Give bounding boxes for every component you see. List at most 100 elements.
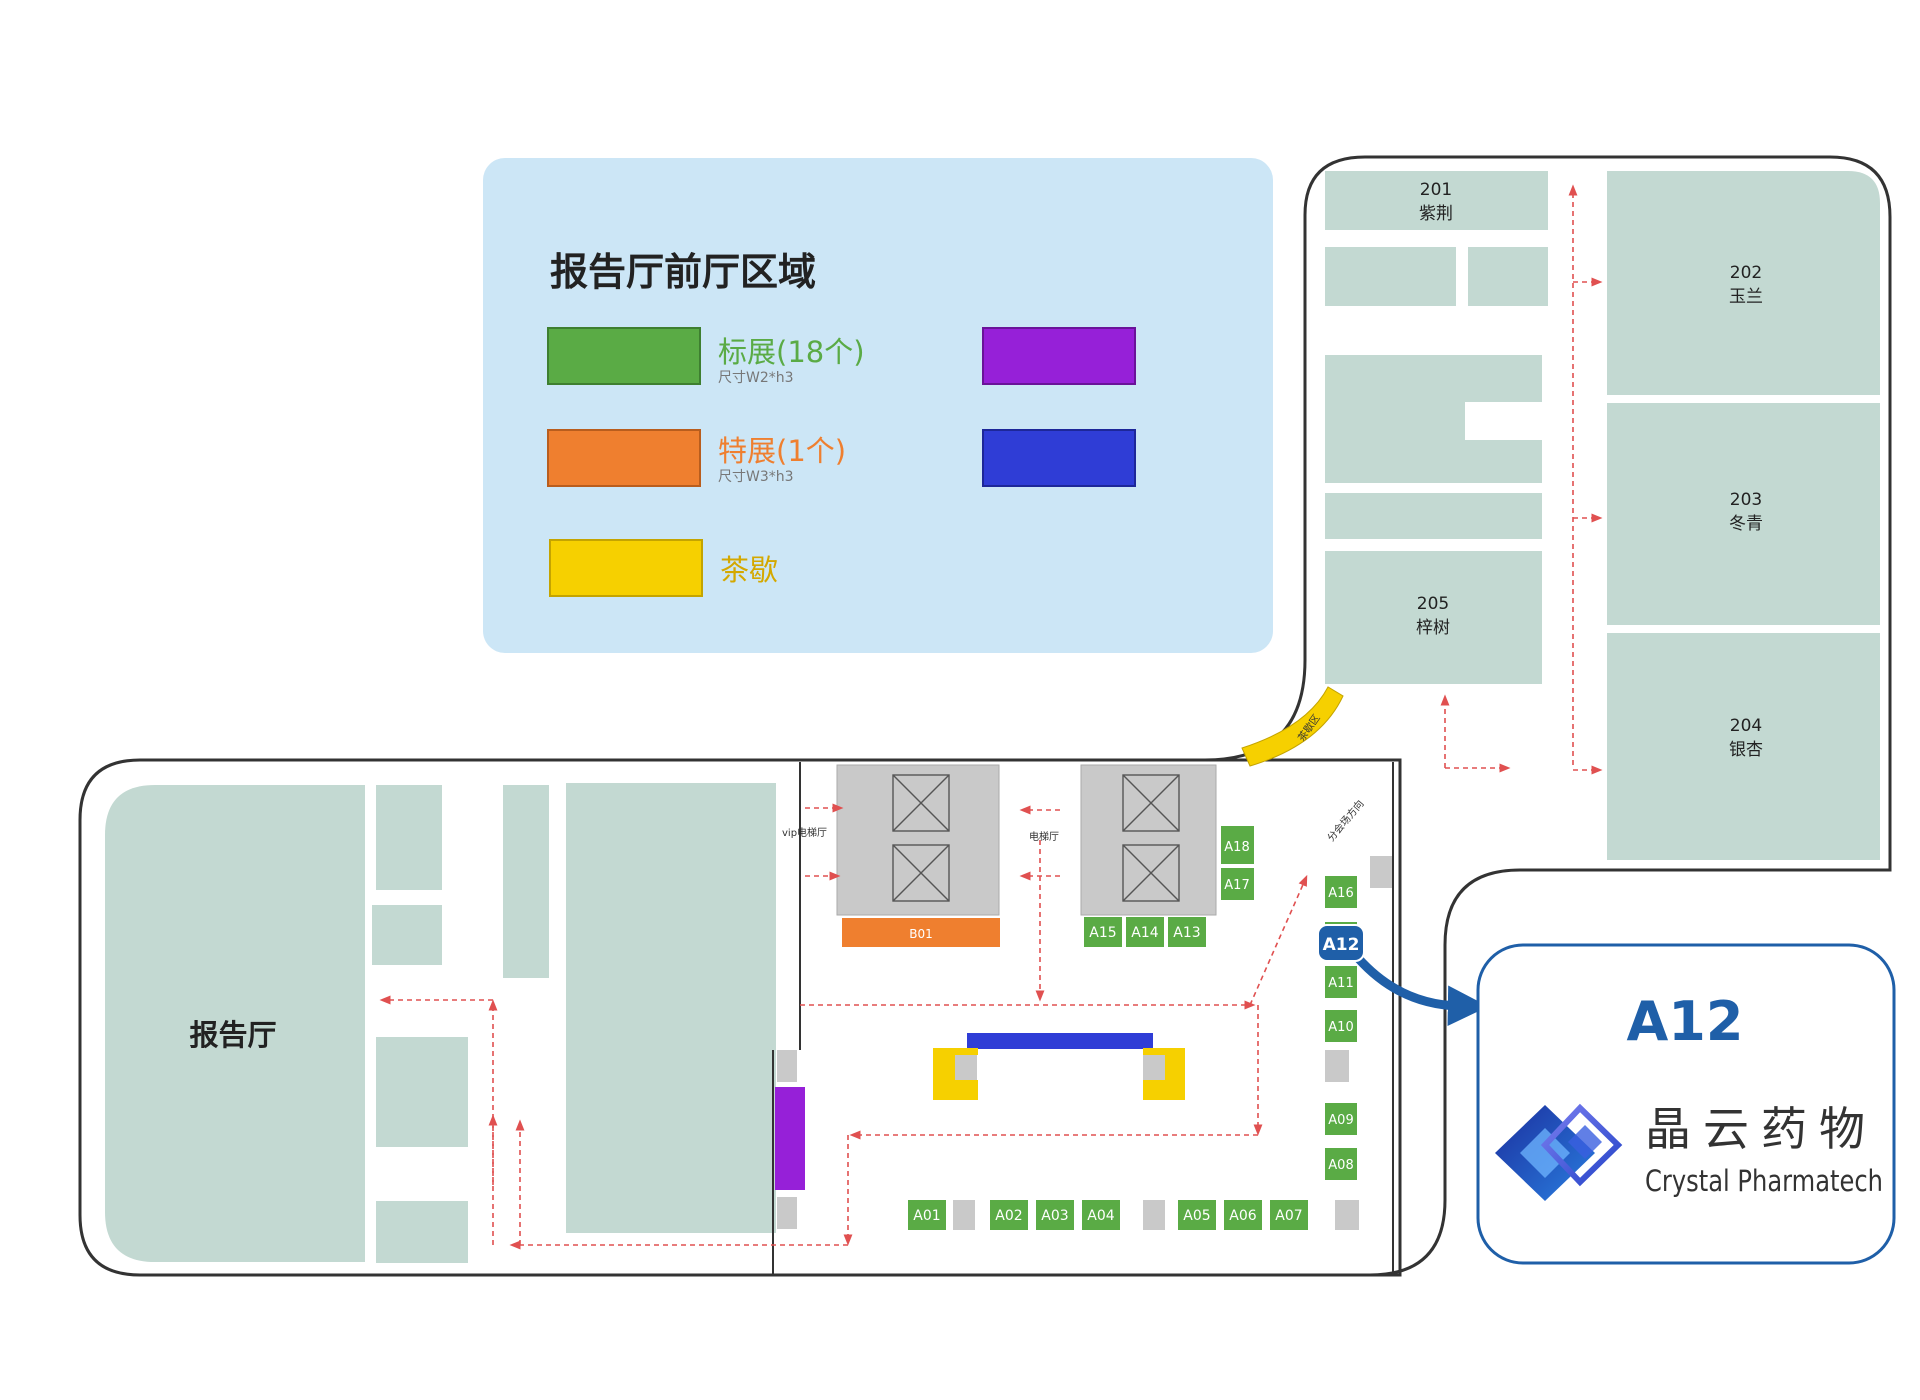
legend-swatch-tea <box>549 539 703 597</box>
booth-a17-label: A17 <box>1224 878 1249 893</box>
tea-table-right <box>1143 1048 1185 1100</box>
a12-marker-label: A12 <box>1323 935 1360 955</box>
booth-group: A01 A02 A03 A04 A05 A06 A07 A08 A09 A10 … <box>908 826 1357 1230</box>
room-205 <box>1325 551 1542 684</box>
booth-a06[interactable] <box>1224 1200 1262 1230</box>
legend-swatch-special <box>547 429 701 487</box>
elevator-icon <box>892 774 950 902</box>
company-logo-icon <box>1495 1103 1623 1201</box>
a12-marker[interactable] <box>1317 924 1365 962</box>
room-204-num: 204 <box>1730 716 1762 736</box>
booth-a13[interactable] <box>1168 917 1206 947</box>
callout-arrow <box>1354 954 1489 1027</box>
booth-a17[interactable] <box>1221 868 1254 900</box>
interior-walls <box>772 762 1394 1275</box>
pillars <box>777 856 1392 1230</box>
blue-booth <box>967 1033 1153 1049</box>
room-block <box>503 785 549 978</box>
room-203-num: 203 <box>1730 490 1762 510</box>
report-hall <box>105 785 365 1262</box>
booth-a09-label: A09 <box>1328 1113 1353 1128</box>
room-block <box>1325 247 1456 306</box>
booth-a16-label: A16 <box>1328 886 1353 901</box>
booth-a04[interactable] <box>1082 1200 1120 1230</box>
legend-label-special: 特展(1个) <box>718 434 846 468</box>
vip-elevator-label: vip电梯厅 <box>782 826 827 839</box>
booth-a15-label: A15 <box>1089 925 1116 941</box>
elevator-label: 电梯厅 <box>1029 830 1059 843</box>
company-name-cn: 晶云药物 <box>1645 1102 1877 1156</box>
room-205-num: 205 <box>1417 594 1449 614</box>
booth-a11[interactable] <box>1325 966 1357 998</box>
report-hall-label: 报告厅 <box>189 1018 276 1052</box>
room-202-num: 202 <box>1730 263 1762 283</box>
room-203 <box>1607 403 1880 625</box>
room-203-name: 冬青 <box>1729 514 1763 534</box>
room-block <box>376 785 442 890</box>
legend-label-standard: 标展(18个) <box>718 335 865 369</box>
room-block-notched <box>1325 355 1542 483</box>
elevator-icon <box>1122 774 1180 902</box>
booth-a08-label: A08 <box>1328 1158 1353 1173</box>
purple-booth <box>775 1087 805 1190</box>
booth-a05-label: A05 <box>1183 1208 1210 1224</box>
legend-sub-special: 尺寸W3*h3 <box>718 469 794 485</box>
booth-a14-label: A14 <box>1131 925 1158 941</box>
booth-a07-label: A07 <box>1275 1208 1302 1224</box>
booth-a14[interactable] <box>1126 917 1164 947</box>
room-204 <box>1607 633 1880 860</box>
room-205-name: 梓树 <box>1416 618 1450 638</box>
booth-a13-label: A13 <box>1173 925 1200 941</box>
room-block <box>1325 493 1542 539</box>
booth-a07[interactable] <box>1270 1200 1308 1230</box>
tea-table-left <box>933 1048 978 1100</box>
booth-a03[interactable] <box>1036 1200 1074 1230</box>
legend-swatch-purple <box>982 327 1136 385</box>
booth-a10-label: A10 <box>1328 1020 1353 1035</box>
booth-a09[interactable] <box>1325 1103 1357 1135</box>
booth-a01[interactable] <box>908 1200 946 1230</box>
elevator-hall <box>1080 764 1217 916</box>
legend-label-tea: 茶歇 <box>720 553 778 587</box>
legend-swatch-standard <box>547 327 701 385</box>
company-name-en: Crystal Pharmatech <box>1645 1164 1883 1198</box>
legend-sub-standard: 尺寸W2*h3 <box>718 370 794 386</box>
upper-route-lines <box>1440 184 1603 775</box>
booth-a16[interactable] <box>1325 876 1357 908</box>
legend-title: 报告厅前厅区域 <box>550 250 816 294</box>
booth-a18[interactable] <box>1221 826 1254 864</box>
room-block <box>566 783 776 1233</box>
legend-panel <box>483 158 1273 653</box>
booth-a03-label: A03 <box>1041 1208 1068 1224</box>
booth-a08[interactable] <box>1325 1148 1357 1180</box>
special-booth-b01-label: B01 <box>909 927 933 941</box>
room-201 <box>1325 171 1548 230</box>
booth-a10[interactable] <box>1325 1010 1357 1042</box>
room-202 <box>1607 171 1880 395</box>
room-block <box>376 1201 468 1263</box>
room-block <box>376 1037 468 1147</box>
booth-a04-label: A04 <box>1087 1208 1114 1224</box>
booth-a01-label: A01 <box>913 1208 940 1224</box>
room-201-num: 201 <box>1420 180 1452 200</box>
booth-a11-label: A11 <box>1328 976 1353 991</box>
room-block <box>372 905 442 965</box>
booth-a02[interactable] <box>990 1200 1028 1230</box>
booth-a06-label: A06 <box>1229 1208 1256 1224</box>
legend-swatch-blue <box>982 429 1136 487</box>
tea-break-arc <box>1241 686 1344 767</box>
booth-a02-label: A02 <box>995 1208 1022 1224</box>
upper-wing-outline <box>1303 155 1892 1277</box>
callout-booth-title: A12 <box>1627 990 1744 1053</box>
special-booth-b01[interactable] <box>842 918 1000 947</box>
room-201-name: 紫荆 <box>1419 204 1453 224</box>
room-202-name: 玉兰 <box>1729 287 1763 307</box>
booth-a05[interactable] <box>1178 1200 1216 1230</box>
room-block <box>1468 247 1548 306</box>
lower-route-lines <box>379 803 1308 1250</box>
booth-a15[interactable] <box>1084 917 1122 947</box>
vip-elevator-hall <box>836 764 1000 916</box>
booth-a18-label: A18 <box>1224 840 1249 855</box>
room-204-name: 银杏 <box>1729 740 1763 760</box>
